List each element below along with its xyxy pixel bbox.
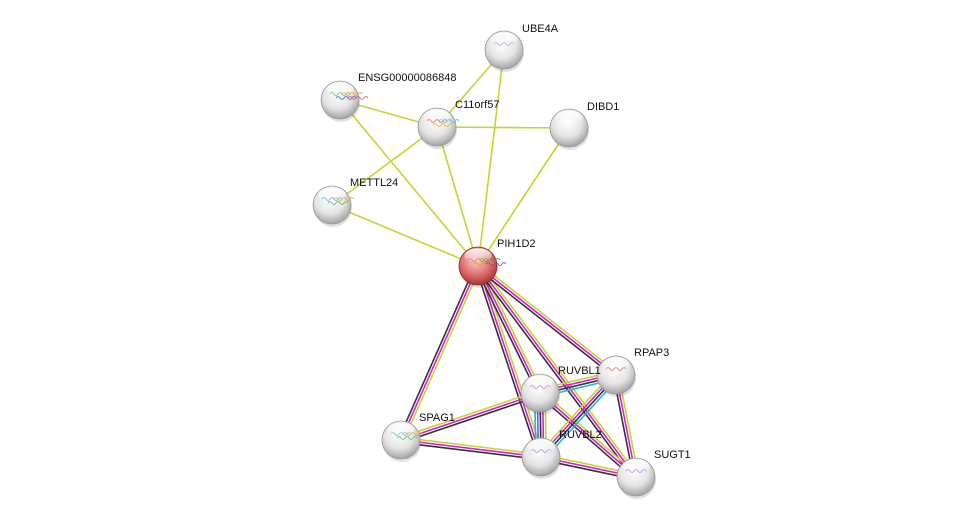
edge-line-textmining xyxy=(331,204,479,267)
edge-line-experiments xyxy=(400,439,542,458)
edge-c11orf57-mettl24[interactable] xyxy=(331,126,438,206)
node-highlight xyxy=(423,109,451,124)
node-highlight xyxy=(622,459,650,474)
edge-pih1d2-spag1[interactable] xyxy=(397,264,482,442)
node-highlight xyxy=(318,187,346,202)
edge-line-experiments xyxy=(477,265,617,376)
node-rpap3[interactable]: RPAP3 xyxy=(596,347,669,397)
node-ruvbl2[interactable]: RUVBL2 xyxy=(521,429,602,479)
structure-strand xyxy=(396,435,418,441)
node-sugt1[interactable]: SUGT1 xyxy=(616,449,691,499)
edge-line-coexpression xyxy=(400,441,541,461)
edge-ensg00000086848-pih1d2[interactable] xyxy=(339,99,479,267)
edge-line-textmining xyxy=(436,126,479,267)
edge-line-coexpression xyxy=(475,267,635,480)
edge-ruvbl1-sugt1[interactable] xyxy=(537,390,639,480)
edge-ube4a-pih1d2[interactable] xyxy=(477,49,505,267)
edge-spag1-ruvbl1[interactable] xyxy=(399,389,542,444)
node-highlight xyxy=(464,248,492,263)
node-label: PIH1D2 xyxy=(497,238,536,250)
node-label: UBE4A xyxy=(522,23,559,35)
node-highlight xyxy=(526,375,554,390)
edge-line-experiments xyxy=(477,265,542,458)
node-pih1d2[interactable]: PIH1D2 xyxy=(458,238,536,288)
edge-line-experiments xyxy=(477,265,637,478)
node-label: RUVBL1 xyxy=(558,365,601,377)
node-label: DIBD1 xyxy=(587,101,619,113)
node-highlight xyxy=(602,357,630,372)
edge-pih1d2-rpap3[interactable] xyxy=(475,263,619,378)
node-ensg00000086848[interactable]: ENSG00000086848 xyxy=(320,72,456,122)
node-label: SPAG1 xyxy=(419,412,455,424)
structure-strand xyxy=(327,200,349,206)
edge-line-experiments xyxy=(477,265,541,394)
node-dibd1[interactable]: DIBD1 xyxy=(549,101,619,150)
edge-line-textmining xyxy=(541,390,639,476)
edge-c11orf57-pih1d2[interactable] xyxy=(436,126,479,267)
edge-pih1d2-sugt1[interactable] xyxy=(475,263,639,480)
node-label: RPAP3 xyxy=(634,347,669,359)
edge-line-coexpression xyxy=(401,394,542,444)
structure-strand xyxy=(347,95,369,101)
node-highlight xyxy=(387,422,415,437)
edge-line-textmining xyxy=(477,49,505,267)
edge-line-textmining xyxy=(477,127,570,267)
edge-line-experiments xyxy=(400,392,541,441)
node-highlight xyxy=(490,32,518,47)
node-highlight xyxy=(527,439,555,454)
edge-line-textmining xyxy=(479,263,639,476)
edge-line-textmining xyxy=(399,389,540,439)
edge-line-textmining xyxy=(436,126,570,129)
edge-line-experiments xyxy=(400,265,479,441)
edge-spag1-ruvbl2[interactable] xyxy=(400,436,542,461)
edge-line-coexpression xyxy=(474,266,540,459)
node-ube4a[interactable]: UBE4A xyxy=(484,23,559,72)
node-c11orf57[interactable]: C11orf57 xyxy=(417,99,499,149)
node-ruvbl1[interactable]: RUVBL1 xyxy=(520,365,601,415)
edge-line-textmining xyxy=(331,126,438,206)
node-label: METTL24 xyxy=(350,177,398,189)
edge-line-textmining xyxy=(401,436,542,456)
node-label: ENSG00000086848 xyxy=(358,72,456,84)
edge-line-experiments xyxy=(539,392,637,478)
edge-line-coexpression xyxy=(475,267,615,378)
node-highlight xyxy=(555,110,583,125)
node-label: C11orf57 xyxy=(455,99,499,111)
node-label: SUGT1 xyxy=(654,449,691,461)
node-spag1[interactable]: SPAG1 xyxy=(381,412,455,462)
edge-c11orf57-dibd1[interactable] xyxy=(436,126,570,129)
node-label: RUVBL2 xyxy=(559,429,602,441)
edge-line-coexpression xyxy=(397,264,477,440)
node-highlight xyxy=(326,82,354,97)
node-mettl24[interactable]: METTL24 xyxy=(312,177,398,227)
edge-line-textmining xyxy=(402,266,482,442)
edge-mettl24-pih1d2[interactable] xyxy=(331,204,479,267)
edge-line-coexpression xyxy=(537,394,635,480)
edge-line-textmining xyxy=(339,99,479,267)
edge-line-coexpression xyxy=(474,266,539,395)
edge-dibd1-pih1d2[interactable] xyxy=(477,127,570,267)
edge-line-textmining xyxy=(479,263,619,374)
structure-strand xyxy=(485,261,507,267)
structure-strand xyxy=(432,122,454,128)
